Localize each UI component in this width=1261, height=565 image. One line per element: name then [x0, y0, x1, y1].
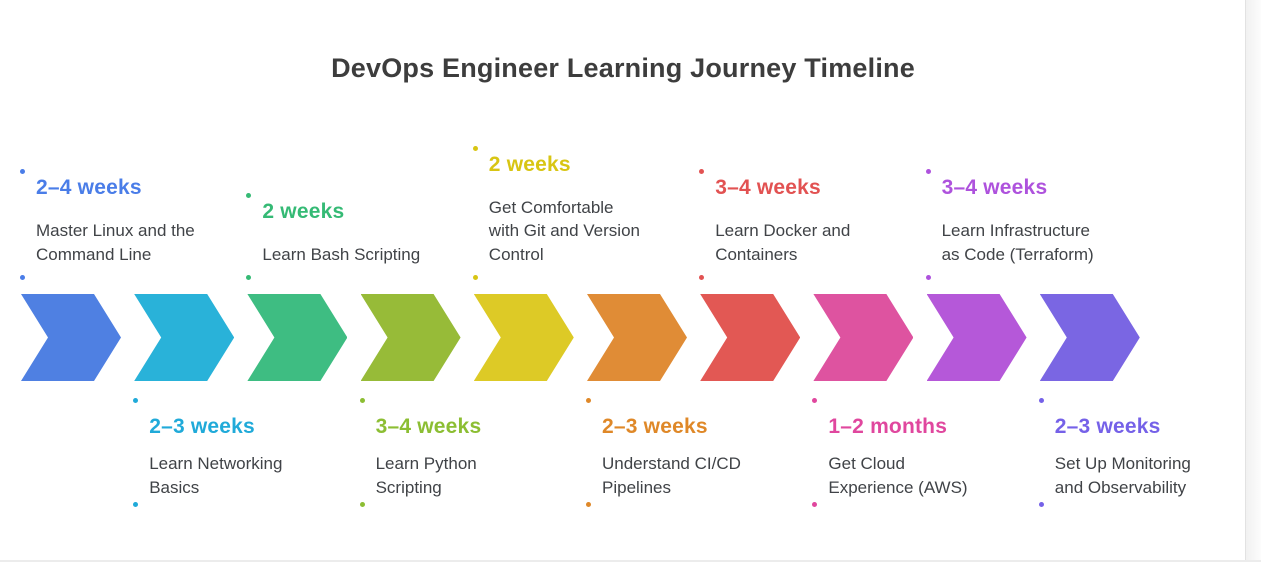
step-description: Learn Infrastructure as Code (Terraform): [942, 219, 1157, 266]
step-duration: 2–3 weeks: [602, 415, 708, 438]
step-duration: 3–4 weeks: [375, 415, 482, 438]
connector-dot-bottom: [586, 502, 591, 507]
step-description-line: Learn Networking: [149, 454, 283, 473]
chevron-arrow-step-7[interactable]: [700, 294, 801, 381]
step-description: Set Up Monitoring and Observability: [1055, 452, 1261, 499]
step-duration: 2 weeks: [262, 199, 345, 223]
chevron-arrow-step-10[interactable]: [1039, 294, 1140, 381]
connector-dot-bottom: [246, 275, 252, 280]
connector-dot-top: [699, 169, 705, 174]
step-duration: 2–3 weeks: [1054, 415, 1161, 438]
canvas-right-gutter: [1246, 0, 1261, 561]
connector-dot-bottom: [133, 502, 139, 507]
step-description-line: Get Comfortable: [488, 197, 614, 217]
step-description-line: and Observability: [1054, 477, 1187, 497]
chevron-arrow-step-3[interactable]: [247, 294, 348, 381]
connector-dot-top: [20, 169, 25, 174]
chevron-arrow-step-6[interactable]: [587, 294, 687, 381]
step-description-line: Learn Bash Scripting: [262, 244, 421, 264]
step-description-line: Learn Infrastructure: [941, 221, 1090, 240]
connector-dot-top: [1038, 398, 1044, 403]
connector-dot-top: [246, 192, 252, 198]
chevron-arrow-step-5[interactable]: [473, 294, 574, 381]
connector-dot-top: [472, 145, 478, 151]
canvas-right-edge-line: [1245, 0, 1246, 561]
connector-dot-bottom: [1038, 502, 1044, 507]
connector-dot-bottom: [699, 275, 705, 280]
step-description-line: Control: [488, 244, 544, 264]
step-description-line: Set Up Monitoring: [1054, 454, 1191, 473]
step-description-line: Get Cloud: [828, 454, 905, 473]
step-description-line: Containers: [715, 244, 798, 264]
step-description: Learn Bash Scripting: [262, 243, 477, 267]
step-description-line: Learn Python: [375, 454, 477, 473]
connector-dot-top: [925, 169, 931, 174]
step-description-line: Learn Docker and: [715, 221, 851, 240]
step-description-line: Master Linux and the: [36, 221, 195, 240]
step-description-line: Command Line: [36, 244, 152, 264]
step-duration: 2–3 weeks: [149, 415, 255, 438]
step-description: Understand CI/CD Pipelines: [602, 452, 817, 499]
page-title: DevOps Engineer Learning Journey Timelin…: [331, 53, 915, 83]
chevron-arrow-step-9[interactable]: [926, 294, 1027, 381]
step-description-line: Understand CI/CD: [602, 454, 741, 473]
step-description-line: Pipelines: [602, 477, 671, 497]
step-duration: 3–4 weeks: [941, 176, 1048, 199]
step-description-line: Basics: [149, 477, 200, 497]
chevron-arrow-step-4[interactable]: [360, 294, 461, 381]
step-duration: 3–4 weeks: [715, 176, 821, 199]
connector-dot-bottom: [925, 275, 931, 280]
step-description-line: Experience (AWS): [828, 477, 968, 497]
connector-dot-top: [133, 398, 139, 403]
step-duration: 1–2 months: [828, 415, 948, 438]
connector-dot-bottom: [20, 275, 25, 280]
connector-dot-bottom: [359, 502, 365, 507]
step-description-line: with Git and Version: [488, 221, 640, 240]
chevron-arrow-step-1[interactable]: [21, 294, 121, 381]
step-description-line: as Code (Terraform): [941, 244, 1094, 264]
connector-dot-top: [812, 398, 818, 403]
chevron-arrow-step-2[interactable]: [134, 294, 235, 381]
canvas-bottom-edge-line: [0, 560, 1261, 562]
connector-dot-bottom: [472, 275, 478, 280]
connector-dot-top: [586, 398, 591, 403]
step-description-line: Scripting: [375, 477, 442, 497]
step-duration: 2–4 weeks: [36, 176, 142, 199]
connector-dot-top: [359, 398, 365, 403]
chevron-arrow-step-8[interactable]: [813, 294, 914, 381]
connector-dot-bottom: [812, 502, 818, 507]
step-duration: 2 weeks: [488, 152, 571, 176]
